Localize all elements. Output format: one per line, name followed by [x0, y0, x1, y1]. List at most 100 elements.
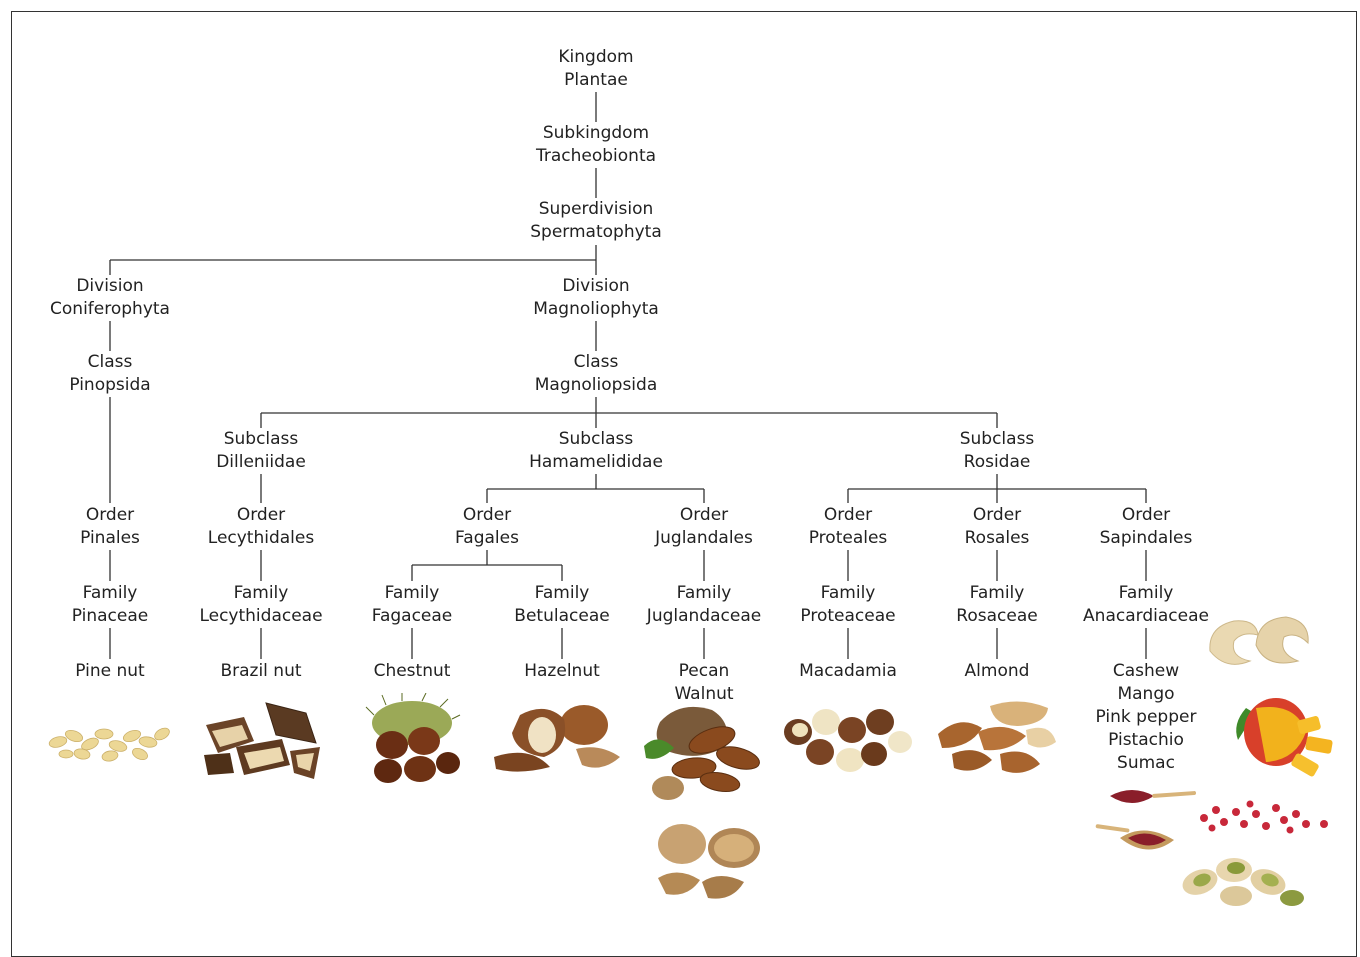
node-rank: Division	[562, 276, 630, 296]
node-rank: Order	[236, 505, 286, 525]
species-label: Cashew	[1112, 661, 1180, 681]
almond-image	[938, 701, 1056, 773]
node-rank: Order	[462, 505, 512, 525]
node-family-fagaceae: Family Fagaceae	[372, 582, 453, 628]
node-rank: Order	[679, 505, 729, 525]
species-label: Pine nut	[75, 661, 145, 681]
node-name: Pinales	[80, 528, 140, 548]
walnut-image	[658, 824, 760, 899]
node-name: Spermatophyta	[530, 222, 662, 242]
node-rank: Family	[676, 583, 732, 603]
brazil-nut-image	[204, 702, 320, 779]
mango-image	[1236, 698, 1333, 777]
node-order-rosales: Order Rosales	[965, 504, 1030, 550]
node-family-proteaceae: Family Proteaceae	[800, 582, 895, 628]
node-class-pinopsida: Class Pinopsida	[69, 351, 150, 397]
species-almond: Almond	[965, 660, 1030, 683]
chestnut-image	[365, 693, 461, 783]
node-subkingdom: Subkingdom Tracheobionta	[536, 122, 656, 168]
node-family-juglandaceae: Family Juglandaceae	[647, 582, 761, 628]
species-pine: Pine nut	[75, 660, 144, 683]
node-name: Proteales	[808, 528, 888, 548]
node-rank: Order	[972, 505, 1022, 525]
node-division-coniferophyta: Division Coniferophyta	[50, 275, 170, 321]
node-rank: Family	[820, 583, 876, 603]
node-family-rosaceae: Family Rosaceae	[956, 582, 1037, 628]
species-juglandaceae: Pecan Walnut	[674, 660, 733, 706]
sumac-image	[1095, 790, 1197, 850]
node-rank: Order	[85, 505, 135, 525]
node-rank: Kingdom	[558, 47, 634, 67]
node-name: Betulaceae	[514, 606, 610, 626]
node-subclass-dilleniidae: Subclass Dilleniidae	[216, 428, 306, 474]
node-name: Pinaceae	[71, 606, 149, 626]
node-order-sapindales: Order Sapindales	[1100, 504, 1193, 550]
species-label: Sumac	[1117, 753, 1175, 773]
node-rank: Class	[87, 352, 133, 372]
pink-pepper-image	[1200, 800, 1328, 834]
node-name: Rosales	[964, 528, 1030, 548]
node-order-juglandales: Order Juglandales	[655, 504, 753, 550]
node-rank: Subclass	[558, 429, 634, 449]
node-family-pinaceae: Family Pinaceae	[72, 582, 148, 628]
pine-nut-image	[48, 727, 170, 762]
node-name: Juglandaceae	[646, 606, 762, 626]
species-chestnut: Chestnut	[374, 660, 451, 683]
node-name: Proteaceae	[800, 606, 896, 626]
node-rank: Family	[1118, 583, 1174, 603]
species-label: Pecan	[678, 661, 730, 681]
species-label: Pistachio	[1108, 730, 1184, 750]
node-class-magnoliopsida: Class Magnoliopsida	[535, 351, 657, 397]
node-order-lecythidales: Order Lecythidales	[208, 504, 314, 550]
node-rank: Subclass	[959, 429, 1035, 449]
node-rank: Subkingdom	[542, 123, 650, 143]
node-subclass-rosidae: Subclass Rosidae	[960, 428, 1035, 474]
node-rank: Family	[384, 583, 440, 603]
node-subclass-hamamelididae: Subclass Hamamelididae	[529, 428, 663, 474]
node-rank: Order	[823, 505, 873, 525]
node-name: Tracheobionta	[535, 146, 657, 166]
node-name: Lecythidales	[207, 528, 315, 548]
species-label: Almond	[964, 661, 1030, 681]
node-rank: Family	[233, 583, 289, 603]
node-division-magnoliophyta: Division Magnoliophyta	[533, 275, 659, 321]
node-family-lecythidaceae: Family Lecythidaceae	[199, 582, 322, 628]
species-label: Mango	[1117, 684, 1175, 704]
node-name: Sapindales	[1099, 528, 1193, 548]
node-name: Hamamelididae	[529, 452, 663, 472]
node-name: Lecythidaceae	[199, 606, 323, 626]
species-hazel: Hazelnut	[524, 660, 600, 683]
node-rank: Subclass	[223, 429, 299, 449]
node-family-betulaceae: Family Betulaceae	[514, 582, 609, 628]
node-rank: Division	[76, 276, 144, 296]
species-anacardiaceae: Cashew Mango Pink pepper Pistachio Sumac	[1096, 660, 1197, 775]
node-name: Rosidae	[963, 452, 1031, 472]
node-rank: Family	[534, 583, 590, 603]
species-label: Hazelnut	[524, 661, 600, 681]
species-label: Brazil nut	[220, 661, 302, 681]
node-name: Pinopsida	[69, 375, 151, 395]
node-name: Anacardiaceae	[1083, 606, 1209, 626]
node-name: Rosaceae	[956, 606, 1038, 626]
macadamia-image	[784, 709, 912, 772]
species-label: Walnut	[674, 684, 734, 704]
node-name: Magnoliopsida	[534, 375, 658, 395]
pistachio-image	[1182, 858, 1304, 906]
node-kingdom: Kingdom Plantae	[558, 46, 633, 92]
hazelnut-image	[494, 705, 620, 772]
node-name: Juglandales	[655, 528, 753, 548]
node-name: Dilleniidae	[216, 452, 306, 472]
node-rank: Family	[82, 583, 138, 603]
node-name: Fagaceae	[371, 606, 453, 626]
node-name: Plantae	[564, 70, 628, 90]
node-name: Coniferophyta	[50, 299, 170, 319]
node-family-anacardiaceae: Family Anacardiaceae	[1083, 582, 1209, 628]
node-name: Magnoliophyta	[533, 299, 659, 319]
node-rank: Family	[969, 583, 1025, 603]
node-rank: Class	[573, 352, 619, 372]
node-rank: Superdivision	[538, 199, 654, 219]
cashew-image	[1209, 616, 1309, 665]
species-macadamia: Macadamia	[799, 660, 897, 683]
node-rank: Order	[1121, 505, 1171, 525]
